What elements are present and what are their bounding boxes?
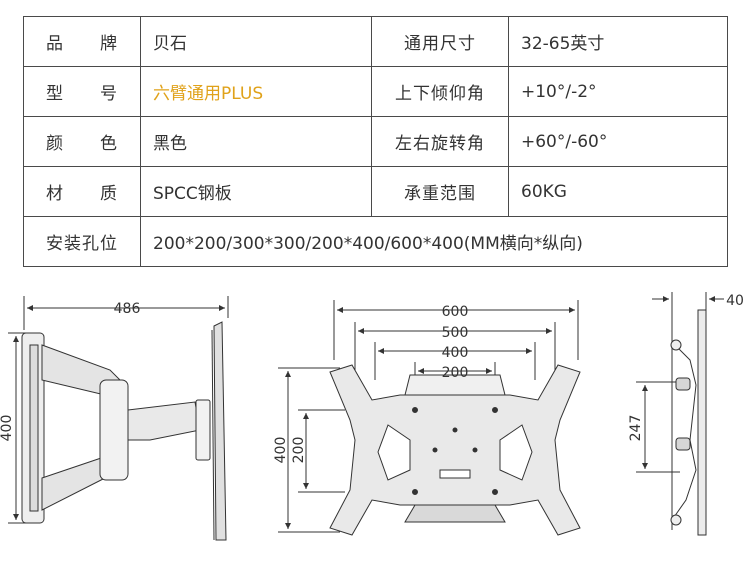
side-height-label: 400: [0, 415, 15, 442]
front-v200-label: 200: [291, 437, 307, 464]
label-brand: 品 牌: [23, 16, 141, 67]
value-color: 黑色: [140, 116, 372, 167]
front-view-drawing: [278, 300, 581, 536]
front-500-label: 500: [442, 325, 469, 341]
side-width-label: 486: [114, 301, 141, 317]
value-load: 60KG: [508, 166, 728, 217]
spec-row-brand: 品 牌 贝石 通用尺寸 32-65英寸: [23, 16, 728, 67]
front-600-label: 600: [442, 304, 469, 320]
side-view-drawing: [8, 296, 229, 541]
value-size: 32-65英寸: [508, 16, 728, 67]
value-model: 六臂通用PLUS: [140, 66, 372, 117]
label-tilt: 上下倾仰角: [371, 66, 509, 117]
label-material: 材 质: [23, 166, 141, 217]
label-color: 颜 色: [23, 116, 141, 167]
profile-view-drawing: [636, 292, 724, 536]
front-v400-label: 400: [273, 437, 289, 464]
spec-row-color: 颜 色 黑色 左右旋转角 +60°/-60°: [23, 116, 728, 167]
spec-table: 品 牌 贝石 通用尺寸 32-65英寸 型 号 六臂通用PLUS 上下倾仰角 +…: [23, 16, 728, 267]
profile-depth-label: 40: [726, 293, 744, 309]
value-tilt: +10°/-2°: [508, 66, 728, 117]
label-size: 通用尺寸: [371, 16, 509, 67]
label-load: 承重范围: [371, 166, 509, 217]
spec-row-material: 材 质 SPCC钢板 承重范围 60KG: [23, 166, 728, 217]
value-holes: 200*200/300*300/200*400/600*400(MM横向*纵向): [140, 216, 728, 267]
front-400-label: 400: [442, 345, 469, 361]
value-swivel: +60°/-60°: [508, 116, 728, 167]
front-200-label: 200: [442, 365, 469, 381]
dimension-drawings: 486 400: [0, 292, 744, 541]
spec-row-model: 型 号 六臂通用PLUS 上下倾仰角 +10°/-2°: [23, 66, 728, 117]
label-swivel: 左右旋转角: [371, 116, 509, 167]
spec-row-holes: 安装孔位 200*200/300*300/200*400/600*400(MM横…: [23, 216, 728, 267]
value-material: SPCC钢板: [140, 166, 372, 217]
profile-height-label: 247: [628, 415, 644, 442]
label-model: 型 号: [23, 66, 141, 117]
label-holes: 安装孔位: [23, 216, 141, 267]
value-brand: 贝石: [140, 16, 372, 67]
